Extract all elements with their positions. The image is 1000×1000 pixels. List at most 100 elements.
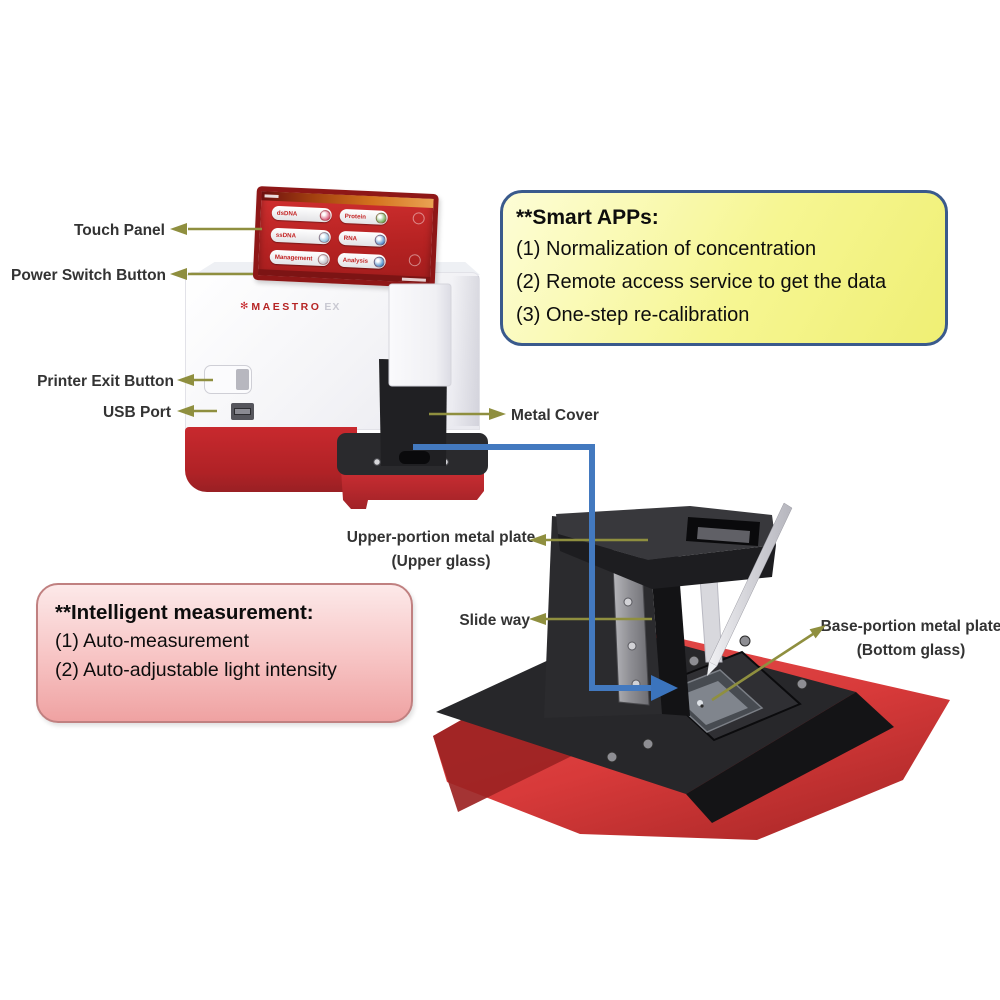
logo-icon: ✻ <box>240 301 249 312</box>
label-metal-cover: Metal Cover <box>511 404 651 428</box>
base-metal-plate <box>662 669 764 733</box>
label-printer-exit: Printer Exit Button <box>18 370 174 394</box>
dsdna-icon <box>319 209 331 221</box>
screen-bottom-strip <box>257 269 431 283</box>
slide-way-screw <box>619 557 629 567</box>
smart-apps-item-2: (2) Remote access service to get the dat… <box>516 271 887 293</box>
management-icon <box>317 253 329 265</box>
detail-column-side <box>648 526 690 716</box>
slide-tray <box>654 650 802 742</box>
detail-black-top <box>436 628 856 794</box>
label-text: Power Switch Button <box>11 267 166 284</box>
label-base-plate: Base-portion metal plate (Bottom glass) <box>820 615 1000 663</box>
smart-apps-title: **Smart APPs: <box>516 206 659 229</box>
label-slide-way: Slide way <box>420 609 530 633</box>
upper-arm-front <box>558 534 776 589</box>
black-platform <box>337 433 488 475</box>
label-text: Metal Cover <box>511 407 599 424</box>
screen-button-analysis: Analysis <box>337 252 387 269</box>
slide-way-strip <box>611 540 650 706</box>
sample-spot <box>697 700 703 706</box>
intelligent-measurement-callout: **Intelligent measurement: (1) Auto-meas… <box>36 583 413 723</box>
bottom-glass <box>676 681 748 725</box>
intelligent-item-1: (1) Auto-measurement <box>55 630 250 652</box>
top-screw <box>606 751 618 763</box>
upper-metal-plate <box>697 527 750 543</box>
label-text: Base-portion metal plate <box>820 618 1000 635</box>
label-usb-port: USB Port <box>18 401 171 425</box>
top-screw <box>739 635 751 647</box>
white-guide-rail <box>699 577 723 663</box>
label-power-switch: Power Switch Button <box>0 264 166 288</box>
label-text: Printer Exit Button <box>37 373 174 390</box>
platform-screw <box>441 458 449 466</box>
screen-button-label: Analysis <box>342 256 368 265</box>
smart-apps-callout: **Smart APPs: (1) Normalization of conce… <box>500 190 948 346</box>
screen-url-text <box>401 277 426 282</box>
screen-button-grid: dsDNA Protein ssDNA RNA Management Analy… <box>269 205 389 269</box>
brand-logo: ✻ MAESTRO EX <box>240 301 340 313</box>
label-text: Touch Panel <box>73 222 165 239</box>
label-touch-panel: Touch Panel <box>0 219 165 243</box>
label-upper-plate: Upper-portion metal plate (Upper glass) <box>346 526 536 574</box>
screen-deco-circle <box>412 212 425 225</box>
touch-screen: dsDNA Protein ssDNA RNA Management Analy… <box>252 186 439 289</box>
screen-button-label: Management <box>274 253 313 262</box>
pipette-tip <box>707 662 717 676</box>
screen-button-management: Management <box>269 249 330 267</box>
base-plate-arrow <box>711 632 814 702</box>
smart-apps-item-3: (3) One-step re-calibration <box>516 304 750 326</box>
red-pedestal <box>341 469 484 509</box>
metal-cover-arrowhead <box>489 408 506 420</box>
screen-button-dsdna: dsDNA <box>271 205 332 223</box>
detail-red-wedge <box>433 664 588 812</box>
slide-way-screw <box>623 597 633 607</box>
logo-suffix: EX <box>324 301 341 313</box>
screen-button-protein: Protein <box>339 208 389 225</box>
zoom-connector <box>413 444 678 701</box>
detail-black-front <box>686 692 894 823</box>
label-text: USB Port <box>102 404 171 421</box>
screen-button-label: RNA <box>343 234 358 242</box>
intelligent-title: **Intelligent measurement: <box>55 601 314 624</box>
pipette <box>708 502 793 667</box>
sample-droplet <box>700 704 704 708</box>
screen-button-ssdna: ssDNA <box>270 227 331 245</box>
zoom-connector-arrowhead <box>651 675 678 701</box>
screen-deco-circle <box>408 253 422 267</box>
ssdna-icon <box>318 231 330 243</box>
printer-exit-slot <box>204 365 252 394</box>
protein-icon <box>375 211 387 224</box>
rna-icon <box>374 233 386 246</box>
slide-way-screw <box>631 679 641 689</box>
device-body-shade <box>452 276 479 426</box>
label-text: (Bottom glass) <box>856 642 966 659</box>
intelligent-item-2: (2) Auto-adjustable light intensity <box>55 659 337 681</box>
top-screw <box>796 678 808 690</box>
label-text: Slide way <box>459 612 530 629</box>
smart-apps-item-1: (1) Normalization of concentration <box>516 238 817 260</box>
screen-status-text <box>264 194 279 198</box>
upper-arm-slot <box>686 517 760 546</box>
device-body <box>185 272 480 430</box>
printer-exit-knob <box>236 369 249 390</box>
platform-screw <box>373 458 381 466</box>
screen-button-label: Protein <box>344 212 366 221</box>
screen-button-label: ssDNA <box>275 231 297 239</box>
screen-button-label: dsDNA <box>276 209 298 217</box>
upper-arm-top <box>556 506 776 560</box>
detail-column-front <box>544 516 662 718</box>
label-text: (Upper glass) <box>391 553 491 570</box>
device-red-base <box>185 427 357 492</box>
usb-port-pin <box>234 408 251 415</box>
arm-slot <box>399 451 430 464</box>
label-text: Upper-portion metal plate <box>346 529 536 546</box>
screen-button-rna: RNA <box>338 230 388 247</box>
analysis-icon <box>373 255 385 268</box>
touch-panel-arrowhead <box>170 223 187 235</box>
usb-port-slot <box>231 403 254 420</box>
slide-way-arrowhead <box>529 613 546 625</box>
slide-way-screw <box>627 641 637 651</box>
